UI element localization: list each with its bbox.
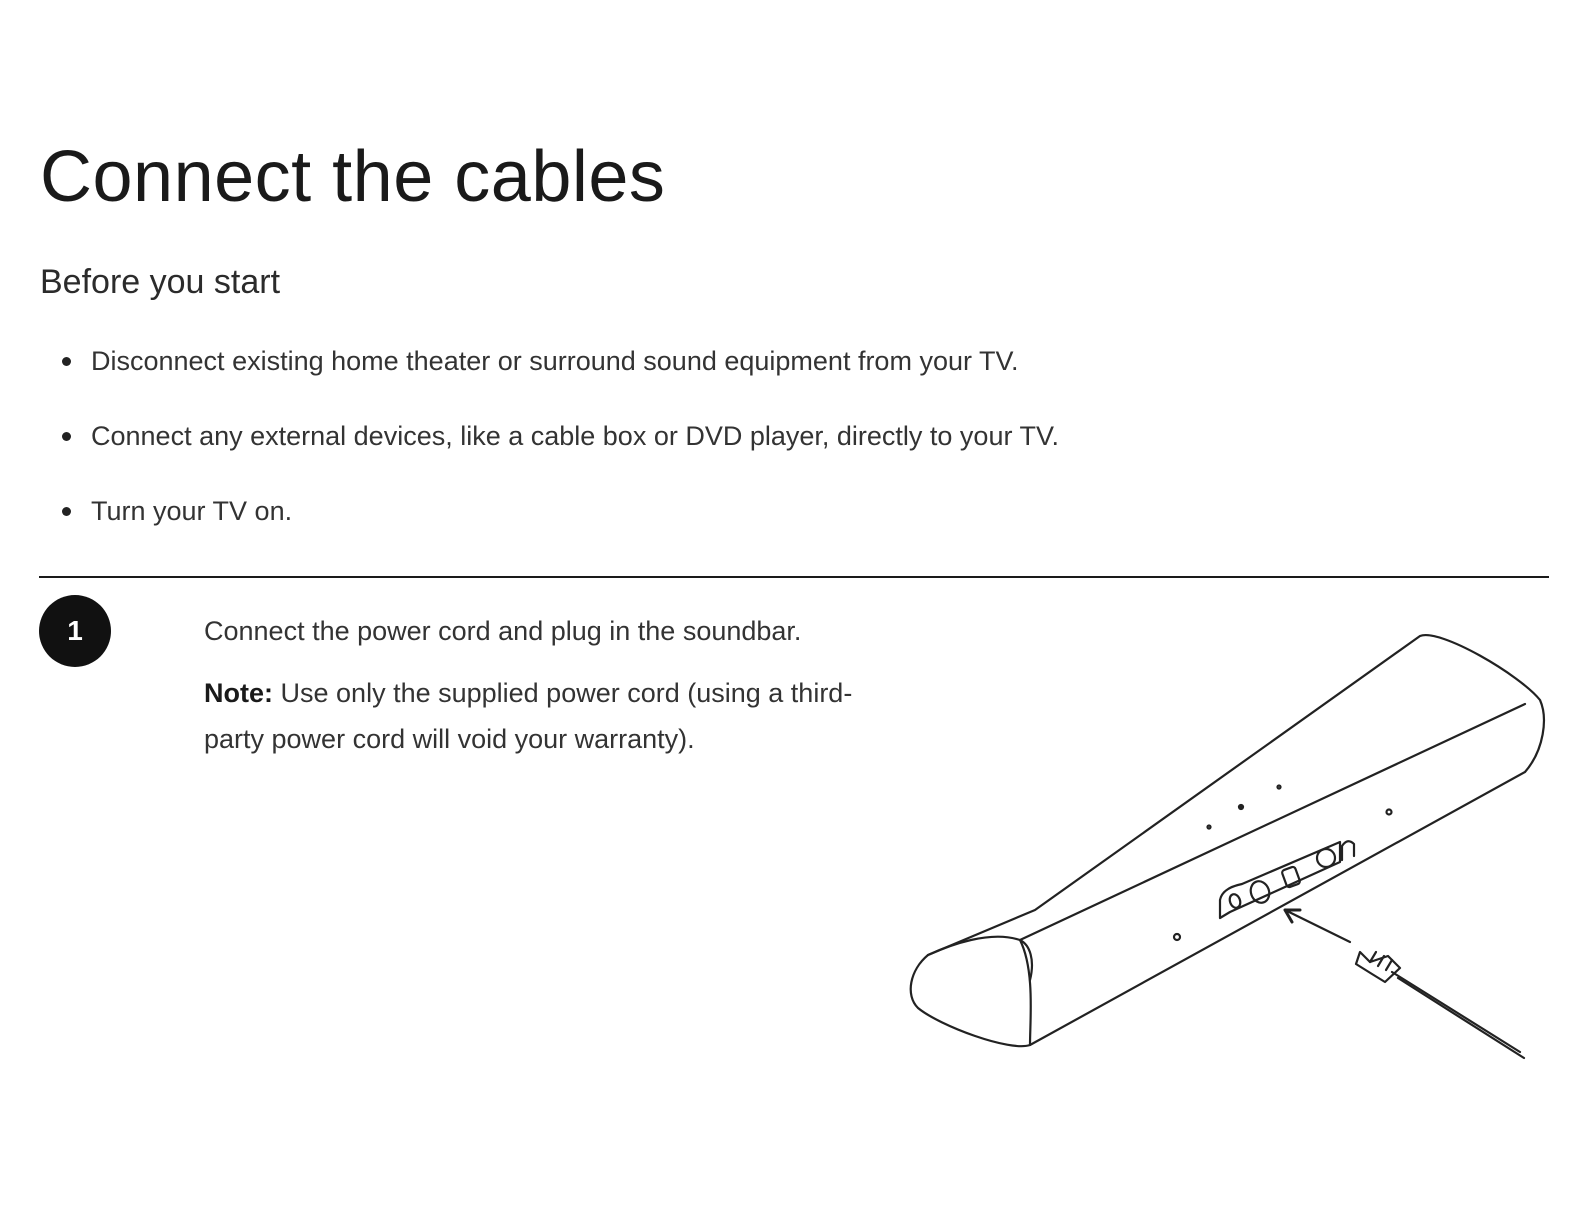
hdmi-port-icon	[1315, 847, 1337, 869]
prerequisite-list: Disconnect existing home theater or surr…	[0, 342, 1059, 567]
list-item-text: Turn your TV on.	[91, 496, 293, 526]
list-item: Connect any external devices, like a cab…	[0, 417, 1059, 492]
arrow-icon	[1283, 908, 1352, 944]
list-item: Disconnect existing home theater or surr…	[0, 342, 1059, 417]
sensor-dot-icon	[1276, 784, 1282, 790]
sensor-dot-icon	[1206, 824, 1212, 830]
list-item-text: Disconnect existing home theater or surr…	[91, 346, 1019, 376]
soundbar-top-edge	[926, 935, 1034, 982]
mic-hole-icon	[1172, 932, 1182, 942]
power-port-icon	[1249, 880, 1271, 904]
section-divider	[39, 576, 1549, 578]
power-plug-icon	[1354, 950, 1402, 984]
step-number-badge: 1	[39, 595, 111, 667]
note-text: Use only the supplied power cord (using …	[204, 678, 853, 754]
ethernet-port-icon	[1281, 865, 1301, 889]
power-cord-icon	[1390, 970, 1522, 1054]
soundbar-illustration	[909, 634, 1545, 1060]
bullet-icon	[62, 507, 71, 516]
mic-hole-icon	[1385, 808, 1393, 816]
list-item-text: Connect any external devices, like a cab…	[91, 421, 1059, 451]
connector-recess-outline	[1218, 840, 1342, 920]
port-icon	[1228, 893, 1242, 909]
sensor-dot-icon	[1237, 803, 1245, 811]
bullet-icon	[62, 357, 71, 366]
before-you-start-heading: Before you start	[40, 263, 281, 301]
soundbar-ridge	[1018, 702, 1527, 942]
soundbar-end-cap	[1018, 938, 1032, 1047]
note-label: Note:	[204, 678, 273, 708]
list-item: Turn your TV on.	[0, 492, 1059, 567]
step-instruction: Connect the power cord and plug in the s…	[204, 616, 802, 646]
page-title: Connect the cables	[40, 137, 666, 217]
step-note: Note: Use only the supplied power cord (…	[204, 670, 864, 762]
bullet-icon	[62, 432, 71, 441]
soundbar-body-outline	[909, 634, 1545, 1048]
